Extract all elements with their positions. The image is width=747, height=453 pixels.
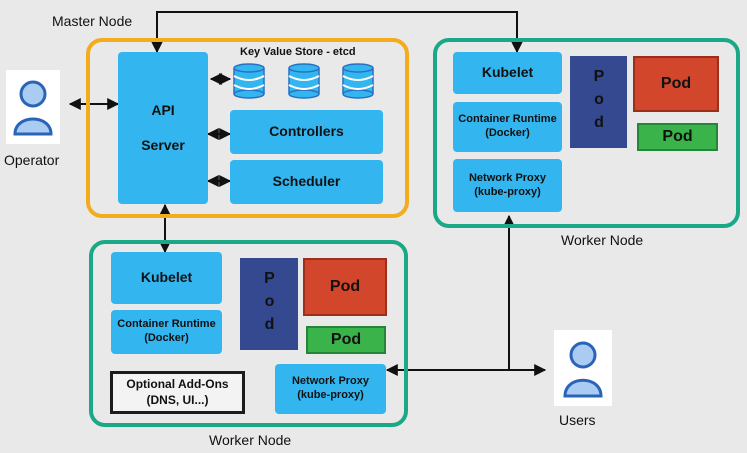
kubelet-right: Kubelet — [453, 52, 562, 94]
database-icon — [233, 63, 265, 99]
worker-node-bottom-frame — [89, 240, 408, 427]
pod-vertical-right: Pod — [570, 56, 627, 148]
database-icon — [288, 63, 320, 99]
container-runtime-bottom: Container Runtime (Docker) — [111, 310, 222, 354]
users-label: Users — [559, 412, 596, 428]
etcd-label: Key Value Store - etcd — [240, 46, 356, 58]
master-to-right-kubelet-arrow — [151, 11, 523, 54]
controllers: Controllers — [230, 110, 383, 154]
master-node-frame — [86, 38, 409, 218]
pod-vertical-bottom: Pod — [240, 258, 298, 350]
person-icon — [13, 80, 53, 136]
pod-red-right: Pod — [633, 56, 719, 112]
pod-green-right: Pod — [637, 123, 718, 151]
person-icon — [563, 341, 603, 398]
optional-addons: Optional Add-Ons (DNS, UI...) — [110, 371, 245, 414]
operator-avatar — [6, 70, 60, 144]
worker-node-right-title: Worker Node — [561, 232, 644, 248]
network-proxy-right: Network Proxy (kube-proxy) — [453, 159, 562, 212]
pod-green-bottom: Pod — [306, 326, 386, 354]
users-avatar — [554, 330, 612, 406]
database-icon — [342, 63, 374, 99]
api-server: API Server — [118, 52, 208, 204]
container-runtime-right: Container Runtime (Docker) — [453, 102, 562, 152]
scheduler: Scheduler — [230, 160, 383, 204]
network-proxy-bottom: Network Proxy (kube-proxy) — [275, 364, 386, 414]
kubelet-bottom: Kubelet — [111, 252, 222, 304]
worker-node-right-frame — [433, 38, 740, 228]
master-node-title: Master Node — [52, 13, 133, 29]
pod-red-bottom: Pod — [303, 258, 387, 316]
worker-node-bottom-title: Worker Node — [209, 432, 292, 448]
operator-label: Operator — [4, 152, 60, 168]
